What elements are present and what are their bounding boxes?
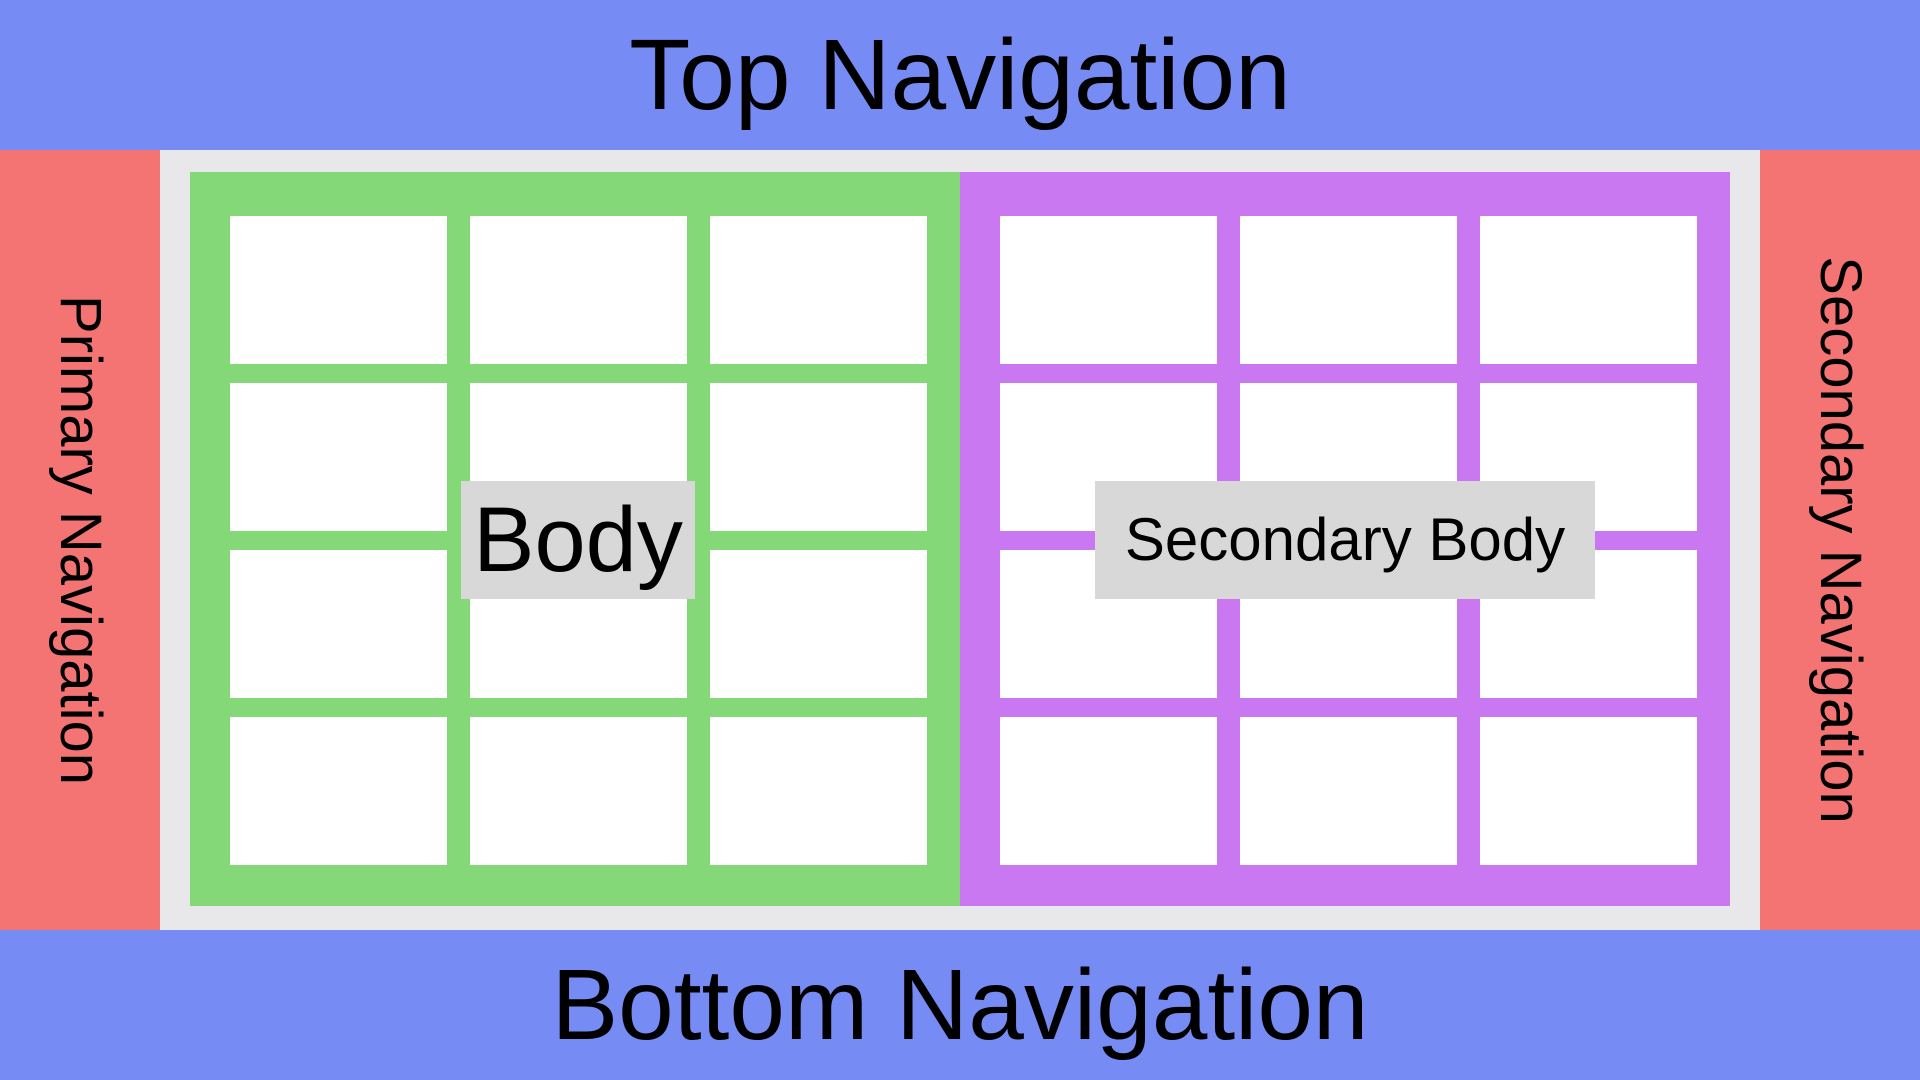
- grid-cell: [1480, 717, 1697, 865]
- top-navigation-label: Top Navigation: [629, 19, 1291, 131]
- grid-cell: [710, 717, 927, 865]
- grid-cell: [1240, 216, 1457, 364]
- bottom-navigation: Bottom Navigation: [0, 930, 1920, 1080]
- grid-cell: [230, 550, 447, 698]
- grid-cell: [230, 383, 447, 531]
- grid-cell: [710, 216, 927, 364]
- grid-cell: [710, 550, 927, 698]
- secondary-navigation: Secondary Navigation: [1760, 150, 1920, 930]
- grid-cell: [230, 216, 447, 364]
- secondary-body-panel: [960, 172, 1730, 906]
- grid-cell: [1000, 717, 1217, 865]
- primary-navigation-label: Primary Navigation: [48, 295, 113, 785]
- grid-cell: [1000, 216, 1217, 364]
- grid-cell: [470, 717, 687, 865]
- grid-cell: [710, 383, 927, 531]
- grid-cell: [1480, 216, 1697, 364]
- grid-cell: [1240, 717, 1457, 865]
- grid-cell: [470, 216, 687, 364]
- body-label: Body: [461, 481, 695, 599]
- primary-navigation: Primary Navigation: [0, 150, 160, 930]
- secondary-body-label: Secondary Body: [1095, 481, 1595, 599]
- bottom-navigation-label: Bottom Navigation: [551, 949, 1369, 1061]
- body-grid: [230, 216, 927, 865]
- secondary-navigation-label: Secondary Navigation: [1808, 256, 1873, 824]
- grid-cell: [230, 717, 447, 865]
- top-navigation: Top Navigation: [0, 0, 1920, 150]
